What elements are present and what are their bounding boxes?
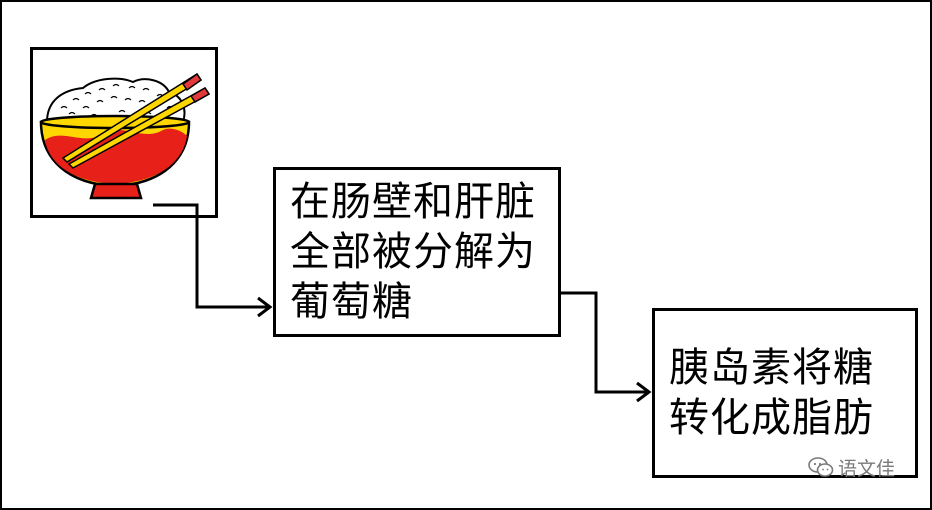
- arrowhead-icon: [257, 296, 273, 318]
- step-text-line: 胰岛素将糖: [669, 345, 874, 391]
- arrowhead-icon: [636, 381, 652, 403]
- arrow-rice-to-step1: [153, 203, 268, 309]
- step-text-line: 转化成脂肪: [669, 395, 874, 441]
- arrow-step1-to-step2: [561, 291, 647, 394]
- watermark-text: 语文佳: [838, 457, 896, 480]
- rice-bowl-icon: [39, 72, 211, 200]
- wechat-icon: [808, 457, 834, 477]
- step-text-line: 在肠壁和肝脏: [290, 179, 536, 225]
- watermark: 语文佳: [808, 452, 895, 482]
- step-box-insulin: 胰岛素将糖 转化成脂肪: [652, 308, 918, 478]
- step-box-digestion: 在肠壁和肝脏 全部被分解为 葡萄糖: [273, 167, 561, 337]
- step-text-line: 葡萄糖: [290, 279, 413, 325]
- step-text-line: 全部被分解为: [290, 229, 536, 275]
- rice-bowl-box: [30, 47, 218, 218]
